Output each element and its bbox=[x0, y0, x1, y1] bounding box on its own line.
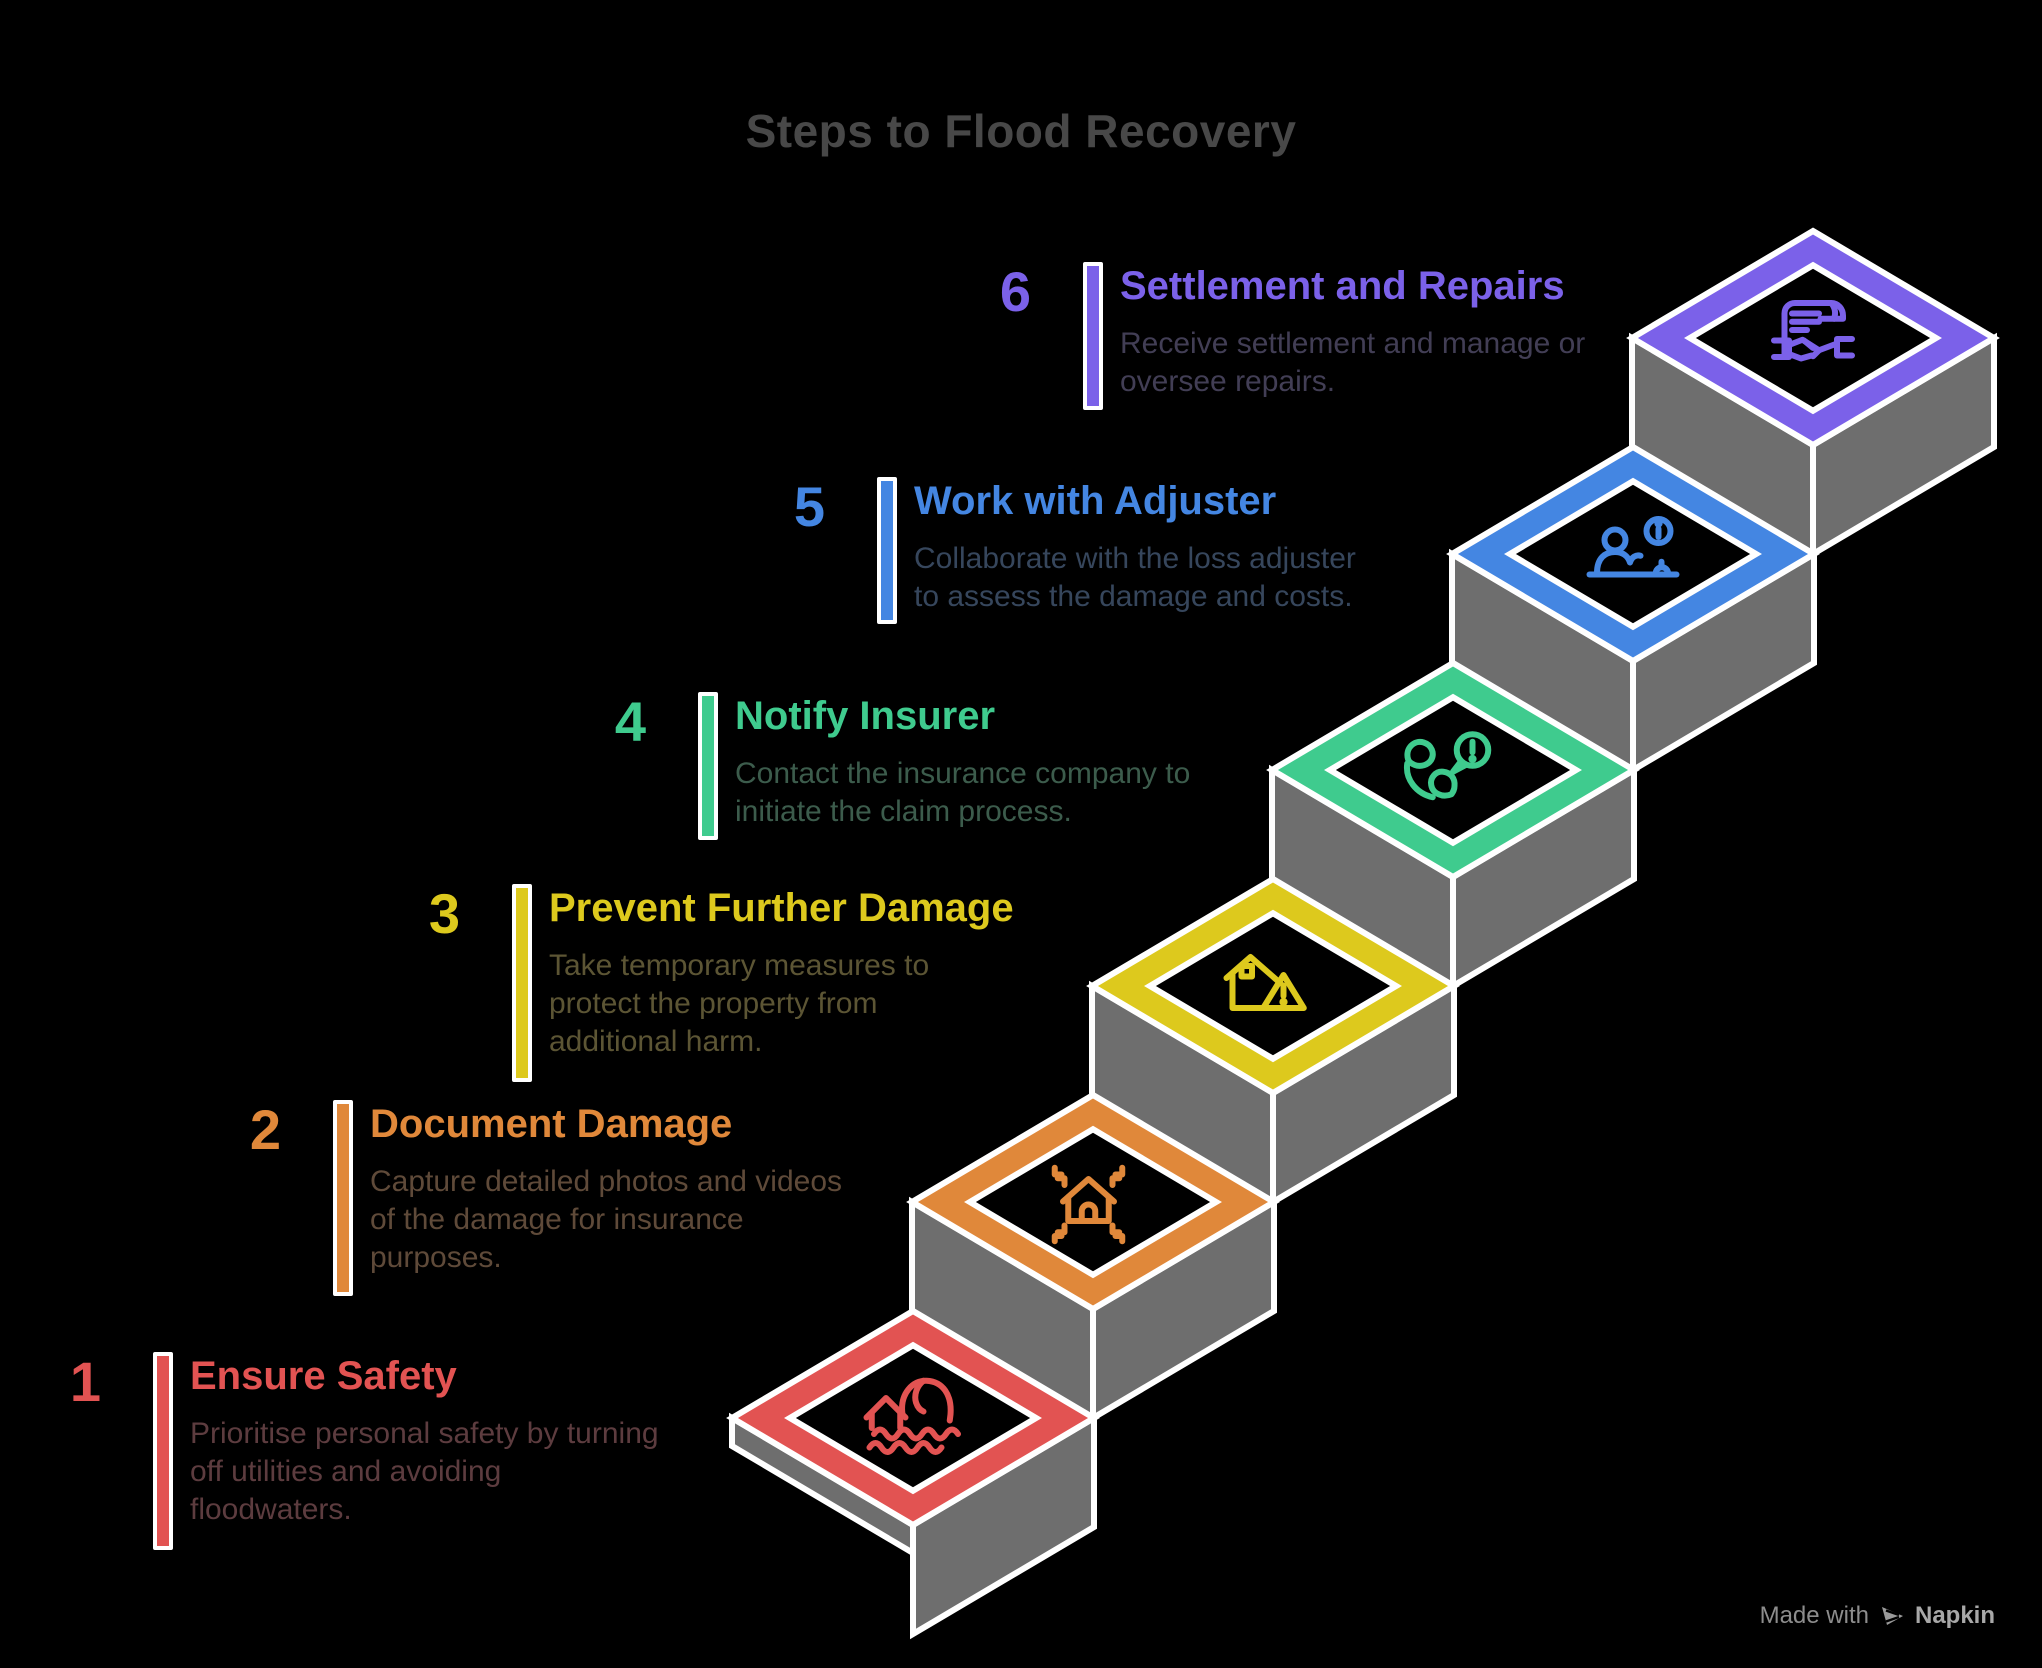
step-5-title: Work with Adjuster bbox=[914, 479, 1277, 523]
step-3-number: 3 bbox=[428, 882, 460, 945]
step-6-number: 6 bbox=[999, 260, 1031, 323]
flood-wave-house-icon bbox=[863, 1377, 961, 1455]
step-2-number: 2 bbox=[249, 1098, 281, 1161]
step-1-platform bbox=[726, 1307, 1100, 1640]
made-with-napkin: Made with Napkin bbox=[1760, 1602, 1995, 1630]
step-1-accent-bar bbox=[153, 1352, 173, 1550]
step-5-description: Collaborate with the loss adjuster to as… bbox=[914, 542, 1356, 613]
contract-handshake-icon bbox=[1771, 300, 1855, 362]
step-5-number: 5 bbox=[793, 475, 825, 538]
step-6-text-block: 6 Settlement and Repairs Receive settlem… bbox=[925, 262, 1585, 410]
step-3-platform bbox=[1086, 875, 1460, 1208]
step-4-accent-bar bbox=[698, 692, 718, 840]
step-6-accent-bar bbox=[1083, 262, 1103, 410]
step-3-title: Prevent Further Damage bbox=[549, 886, 1014, 930]
phone-alert-icon bbox=[1404, 731, 1492, 801]
shaking-house-icon bbox=[1051, 1164, 1126, 1245]
step-4-platform bbox=[1266, 659, 1640, 992]
step-2-description: Capture detailed photos and videos of th… bbox=[370, 1165, 843, 1274]
house-warning-icon bbox=[1223, 954, 1307, 1011]
step-5-text-block: 5 Work with Adjuster Collaborate with th… bbox=[719, 477, 1356, 624]
step-4-number: 4 bbox=[614, 690, 646, 753]
step-3-tile-face bbox=[1144, 909, 1402, 1063]
step-3-text-block: 3 Prevent Further Damage Take temporary … bbox=[354, 884, 1014, 1082]
step-6-title: Settlement and Repairs bbox=[1120, 264, 1565, 308]
step-1-text-block: 1 Ensure Safety Prioritise personal safe… bbox=[0, 1352, 659, 1550]
step-5-accent-bar bbox=[877, 477, 897, 624]
step-6-tile-face bbox=[1684, 261, 1942, 415]
step-4-title: Notify Insurer bbox=[735, 694, 996, 738]
step-3-accent-bar bbox=[512, 884, 532, 1082]
brand-label: Napkin bbox=[1914, 1602, 1995, 1629]
step-6-description: Receive settlement and manage or oversee… bbox=[1120, 327, 1586, 398]
step-5-platform bbox=[1446, 443, 1820, 776]
step-6-platform bbox=[1626, 227, 2000, 560]
step-2-tile-face bbox=[964, 1125, 1222, 1279]
step-2-text-block: 2 Document Damage Capture detailed photo… bbox=[175, 1100, 842, 1296]
step-4-description: Contact the insurance company to initiat… bbox=[735, 757, 1191, 828]
step-1-number: 1 bbox=[69, 1350, 101, 1413]
step-3-description: Take temporary measures to protect the p… bbox=[549, 949, 930, 1058]
adjuster-desk-icon bbox=[1586, 516, 1680, 578]
step-1-description: Prioritise personal safety by turning of… bbox=[190, 1417, 659, 1526]
step-2-accent-bar bbox=[333, 1100, 353, 1296]
step-4-text-block: 4 Notify Insurer Contact the insurance c… bbox=[540, 692, 1190, 840]
page-title: Steps to Flood Recovery bbox=[745, 105, 1297, 157]
step-1-tile-face bbox=[784, 1341, 1042, 1495]
step-2-platform bbox=[906, 1091, 1280, 1424]
napkin-logo-icon bbox=[1881, 1607, 1903, 1625]
step-2-title: Document Damage bbox=[370, 1102, 733, 1146]
step-1-title: Ensure Safety bbox=[190, 1354, 457, 1398]
made-with-label: Made with bbox=[1759, 1602, 1869, 1629]
